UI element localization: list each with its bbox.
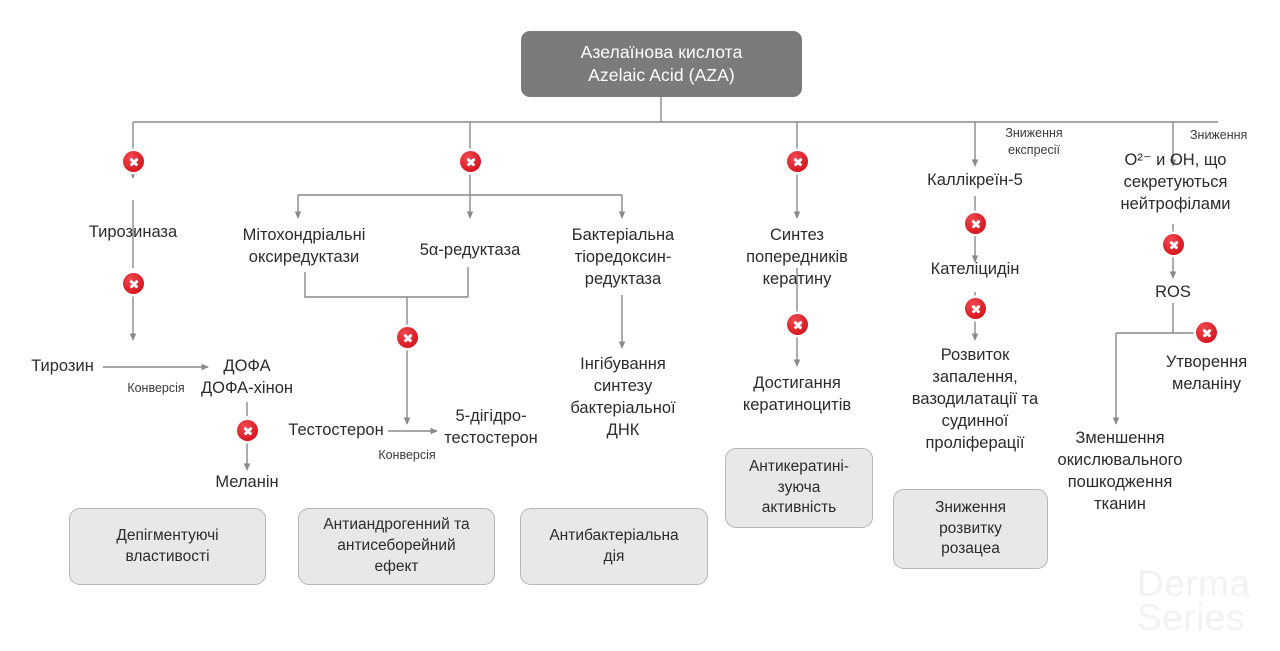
inhibition-icon-kallikrein: [965, 213, 986, 234]
node-dopa: ДОФА ДОФА-хінон: [200, 357, 293, 398]
node-5alpha-reductase: 5α-редуктаза: [419, 241, 521, 259]
node-ros: ROS: [1155, 283, 1191, 301]
label-decrease: Зниження: [1190, 128, 1248, 142]
inhibition-icon-cathelicidin: [965, 298, 986, 319]
node-bacterial-dna-inhibition: Інгібування синтезу бактеріальної ДНК: [570, 355, 676, 440]
node-cathelicidin: Кателіцидін: [930, 260, 1020, 278]
header-azelaic-acid: Азелаїнова кислота Azelaic Acid (AZA): [521, 31, 802, 97]
outcome-depigmenting[interactable]: Депігментуючі властивості: [69, 508, 266, 585]
inhibition-icon-keratin-in: [787, 151, 808, 172]
inhibition-icon-melanin-formation: [1196, 322, 1217, 343]
watermark-derma-series: Derma Series: [1137, 563, 1251, 639]
label-conversion-testosterone: Конверсія: [378, 448, 436, 462]
header-title-ua: Азелаїнова кислота: [580, 41, 743, 62]
watermark-line-2: Series: [1137, 597, 1245, 639]
node-keratin-precursor-synthesis: Синтез попередників кератину: [746, 226, 848, 289]
node-neutrophil-radicals: O²⁻ и ОН, що секретуються нейтрофілами: [1120, 151, 1231, 214]
outcome-antiandrogenic[interactable]: Антиандрогенний та антисеборейний ефект: [298, 508, 495, 585]
node-keratinocyte-maturation: Достигання кератиноцитів: [742, 374, 852, 415]
node-tyrosinase: Тирозиназа: [88, 223, 178, 241]
inhibition-icon-tyrosinase-out: [123, 273, 144, 294]
inhibition-icon-radicals: [1163, 234, 1184, 255]
inhibition-icon-tyrosinase-in: [123, 151, 144, 172]
label-conversion-tyrosine: Конверсія: [127, 381, 185, 395]
label-expression-decrease: Зниження експресії: [1005, 126, 1063, 157]
outcome-antikeratinizing[interactable]: Антикератині- зуюча активність: [725, 448, 873, 528]
node-mitochondrial-oxidoreductases: Мітохондріальні оксиредуктази: [242, 226, 366, 267]
inhibition-icon-enzymes: [460, 151, 481, 172]
node-oxidative-damage-reduction: Зменшення окислювального пошкодження тка…: [1057, 429, 1183, 514]
node-tyrosine: Тирозин: [31, 357, 94, 375]
outcome-antibacterial[interactable]: Антибактеріальна дія: [520, 508, 708, 585]
node-testosterone: Тестостерон: [288, 421, 384, 439]
node-kallikrein-5: Каллікреїн-5: [927, 171, 1023, 189]
node-melanin-formation: Утворення меланіну: [1165, 353, 1248, 394]
header-title-en: Azelaic Acid (AZA): [588, 65, 735, 85]
node-inflammation-development: Розвиток запалення, вазодилатації та суд…: [911, 346, 1039, 453]
inhibition-icon-dht: [397, 327, 418, 348]
watermark-line-1: Derma: [1137, 563, 1251, 604]
node-bacterial-thioredoxin-reductase: Бактеріальна тіоредоксин- редуктаза: [571, 226, 675, 289]
node-dihydrotestosterone: 5-дігідро- тестостерон: [444, 407, 538, 448]
inhibition-icon-dopa-melanin: [237, 420, 258, 441]
outcome-rosacea[interactable]: Зниження розвитку розацеа: [893, 489, 1048, 569]
inhibition-icon-keratin-out: [787, 314, 808, 335]
node-melanin: Меланін: [215, 473, 279, 491]
